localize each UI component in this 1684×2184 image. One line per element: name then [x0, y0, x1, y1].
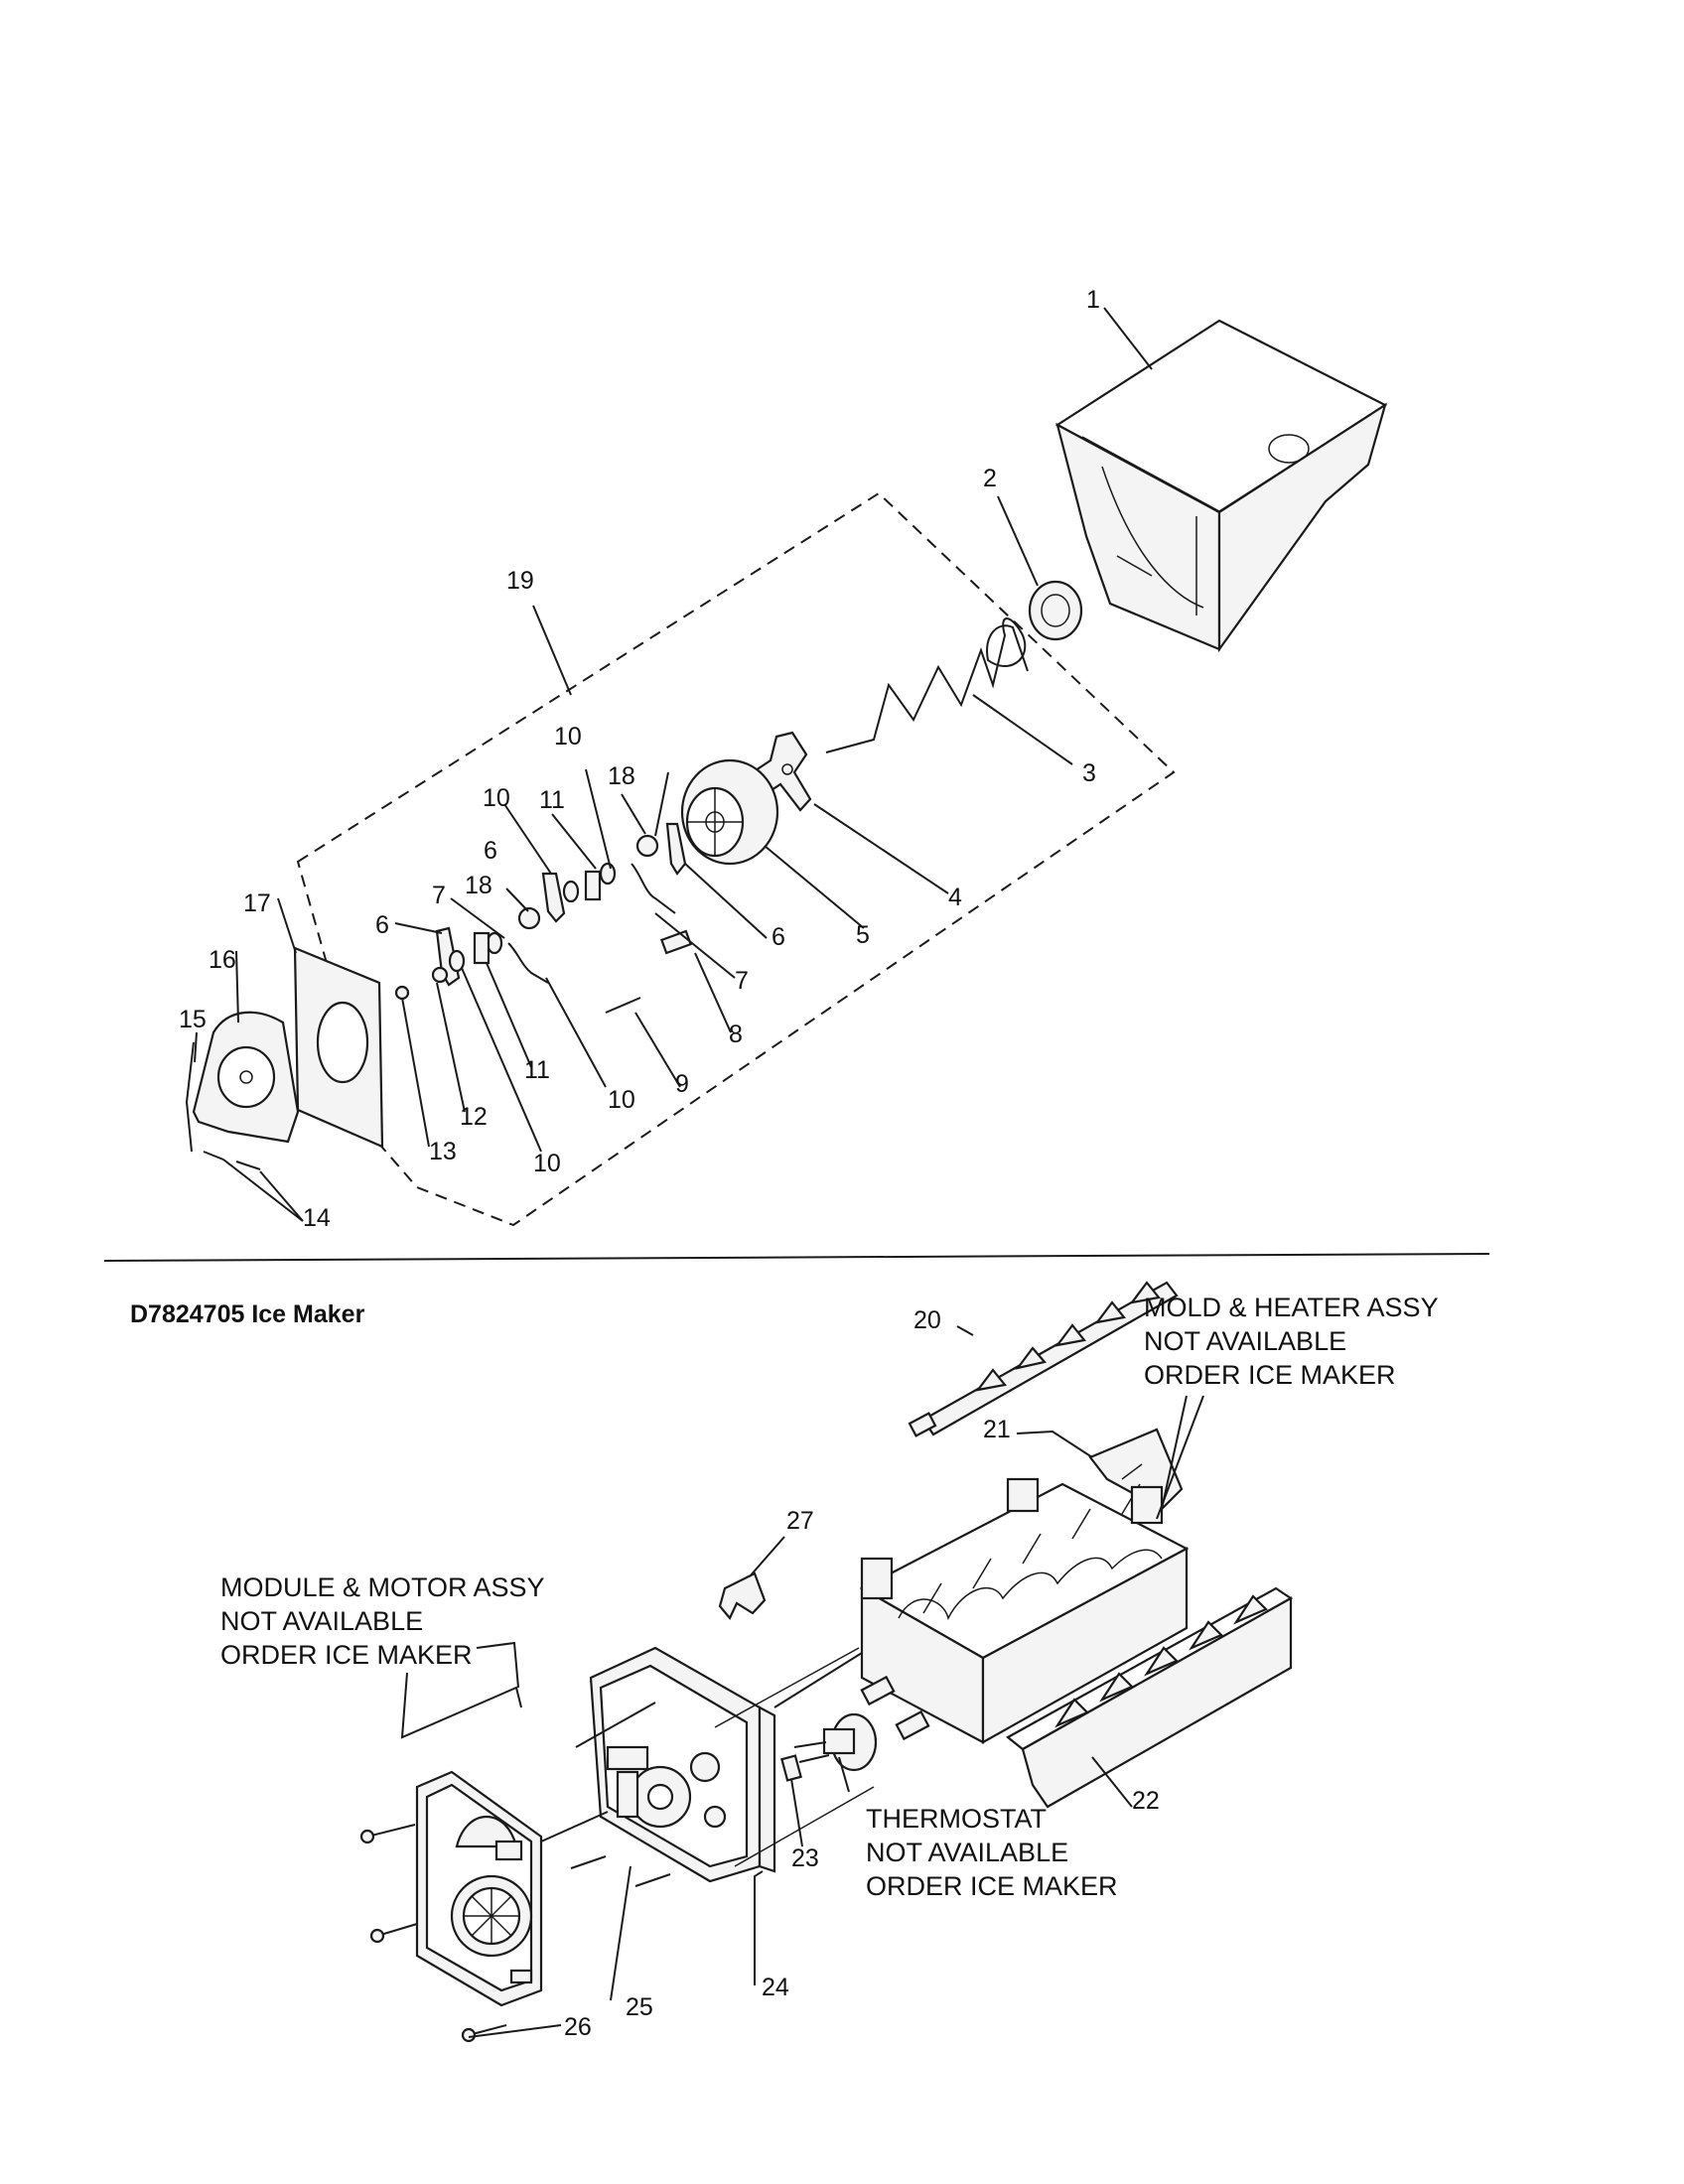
callout-10-c: 10 — [608, 1086, 635, 1114]
spacer-part-13 — [394, 985, 410, 1001]
callout-8: 8 — [729, 1021, 743, 1048]
front-cover-part-22 — [1006, 1586, 1294, 1809]
callout-15: 15 — [179, 1006, 207, 1033]
callout-18-b: 18 — [465, 872, 492, 899]
screws-part-26 — [359, 1824, 507, 2043]
callout-9: 9 — [675, 1070, 689, 1098]
connector-part-23 — [780, 1754, 802, 1782]
callout-27: 27 — [786, 1507, 814, 1535]
callout-13: 13 — [429, 1138, 457, 1165]
callout-7-a: 7 — [735, 967, 749, 995]
bushing-part-12 — [431, 966, 449, 984]
callout-7-b: 7 — [432, 882, 446, 909]
module-motor-assembly — [415, 1770, 543, 2007]
clip-part-8 — [659, 929, 693, 955]
callout-11-a: 11 — [539, 786, 565, 814]
callout-3: 3 — [1082, 759, 1096, 787]
cover-plate-part-17 — [293, 946, 384, 1149]
thermostat-part — [793, 1675, 930, 1772]
module-note-line-3: ORDER ICE MAKER — [220, 1640, 473, 1670]
motor-link-line — [575, 1702, 656, 1748]
callout-17: 17 — [243, 889, 271, 917]
callout-20: 20 — [913, 1306, 941, 1334]
thermostat-note-line-1: THERMOSTAT — [866, 1804, 1047, 1834]
housing-link-line — [773, 1652, 863, 1708]
callout-5: 5 — [856, 921, 870, 949]
thermostat-note-line-2: NOT AVAILABLE — [866, 1838, 1069, 1867]
screws-part-25 — [570, 1855, 671, 1887]
drive-wheel-part-5 — [680, 758, 779, 866]
callout-26: 26 — [564, 2013, 592, 2041]
callout-14: 14 — [303, 1204, 331, 1232]
thermostat-note-line-3: ORDER ICE MAKER — [866, 1871, 1118, 1901]
pin-part-9 — [605, 997, 641, 1014]
callout-6-b: 6 — [484, 837, 497, 865]
mold-note-line-2: NOT AVAILABLE — [1144, 1326, 1347, 1356]
gear-parts-18 — [517, 834, 659, 930]
module-note-line-1: MODULE & MOTOR ASSY — [220, 1572, 545, 1602]
mold-note-line-1: MOLD & HEATER ASSY — [1144, 1293, 1439, 1322]
callout-10-d: 10 — [533, 1150, 561, 1177]
callout-2: 2 — [983, 465, 997, 492]
callout-18-a: 18 — [608, 762, 635, 790]
assembly-19-boundary — [296, 491, 1176, 1227]
ejector-shaft-part-20 — [908, 1281, 1179, 1437]
callout-6-a: 6 — [772, 923, 785, 951]
front-housing-part-16 — [192, 1011, 300, 1144]
lower-leader-lines — [400, 1325, 1204, 2038]
callout-10-b: 10 — [483, 784, 510, 812]
callout-23: 23 — [791, 1844, 819, 1872]
screw-parts-14 — [203, 1151, 261, 1170]
bearing-part-2 — [1028, 580, 1083, 641]
ice-bucket-part-1 — [1054, 319, 1388, 653]
motor-shaft — [540, 1811, 609, 1843]
callout-19: 19 — [506, 567, 534, 595]
callout-21: 21 — [983, 1416, 1011, 1443]
callout-1: 1 — [1086, 286, 1100, 314]
upper-leader-lines — [194, 307, 1153, 1222]
callout-25: 25 — [626, 1993, 653, 2021]
wire-part-15 — [185, 1041, 195, 1153]
callout-24: 24 — [762, 1974, 789, 2001]
section-divider — [103, 1253, 1490, 1262]
mold-note-line-3: ORDER ICE MAKER — [1144, 1360, 1396, 1390]
link-parts-11 — [473, 870, 602, 965]
callout-4: 4 — [948, 884, 962, 911]
callout-16: 16 — [209, 946, 236, 974]
callout-6-c: 6 — [375, 911, 389, 939]
clip-part-27 — [718, 1571, 767, 1621]
diagram-title: D7824705 Ice Maker — [130, 1300, 365, 1328]
callout-11-b: 11 — [524, 1056, 550, 1084]
callout-22: 22 — [1132, 1787, 1160, 1815]
cam-lever-parts-6 — [435, 822, 687, 987]
callout-10-a: 10 — [554, 723, 582, 751]
auger-wire-part-3 — [825, 617, 1029, 753]
callout-12: 12 — [460, 1103, 488, 1131]
gear-train — [606, 1745, 727, 1829]
thermostat-note: THERMOSTAT NOT AVAILABLE ORDER ICE MAKER — [866, 1802, 1118, 1903]
arm-parts-7 — [507, 863, 676, 984]
mold-heater-note: MOLD & HEATER ASSY NOT AVAILABLE ORDER I… — [1144, 1291, 1439, 1392]
module-note-line-2: NOT AVAILABLE — [220, 1606, 424, 1636]
mold-heater-assembly — [859, 1477, 1190, 1744]
module-motor-note: MODULE & MOTOR ASSY NOT AVAILABLE ORDER … — [220, 1570, 545, 1672]
